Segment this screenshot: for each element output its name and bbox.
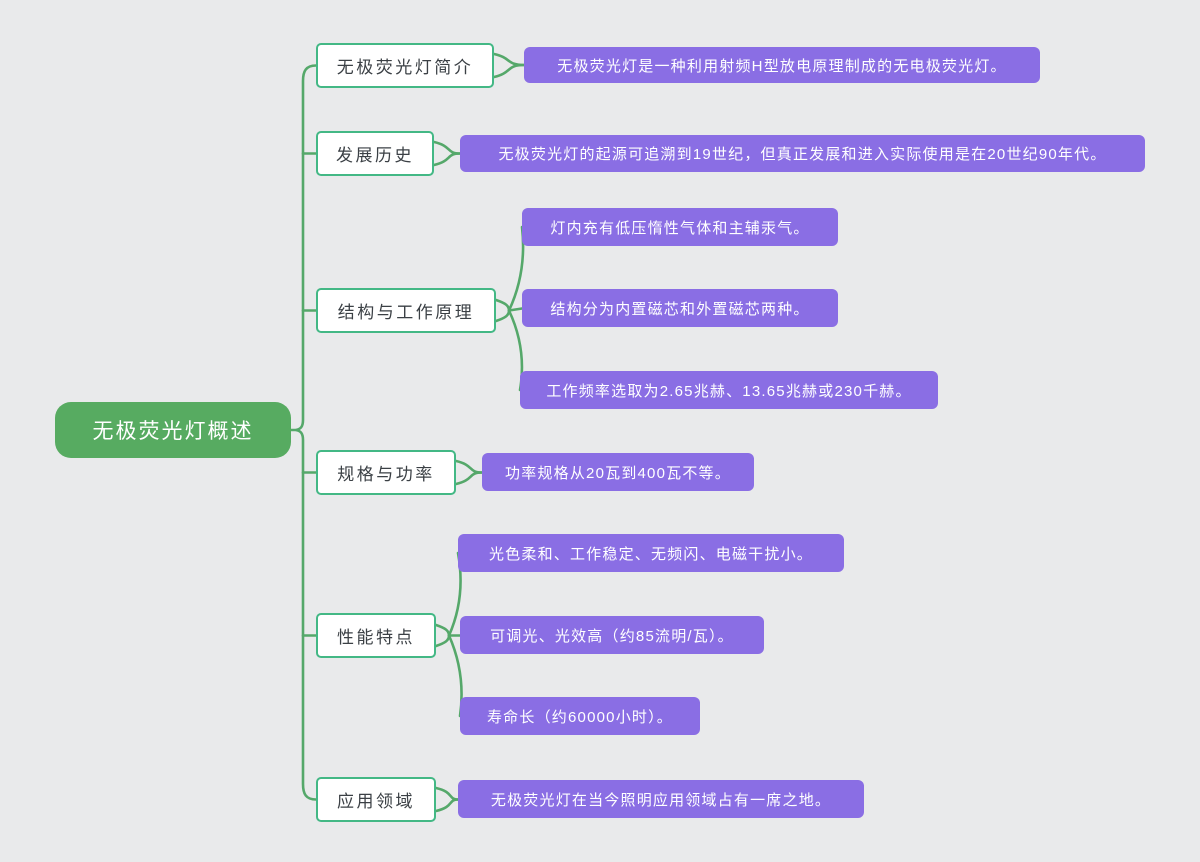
branch-node-applications[interactable]: 应用领域 xyxy=(316,777,436,822)
connector-specs-leaf-bottom xyxy=(454,471,484,486)
connector-features-pinch-bottom xyxy=(434,634,451,648)
leaf-node-applications-detail[interactable]: 无极荧光灯在当今照明应用领域占有一席之地。 xyxy=(458,780,864,818)
connector-features-pinch-top xyxy=(434,623,451,637)
root-node[interactable]: 无极荧光灯概述 xyxy=(55,402,291,458)
connector-structure-pinch-bottom xyxy=(494,309,511,323)
leaf-node-history-detail[interactable]: 无极荧光灯的起源可追溯到19世纪，但真正发展和进入实际使用是在20世纪90年代。 xyxy=(460,135,1145,172)
branch-node-features[interactable]: 性能特点 xyxy=(316,613,436,658)
leaf-node-intro-detail[interactable]: 无极荧光灯是一种利用射频H型放电原理制成的无电极荧光灯。 xyxy=(524,47,1040,83)
connector-structure-leaf2 xyxy=(507,307,524,312)
leaf-node-structure-core[interactable]: 结构分为内置磁芯和外置磁芯两种。 xyxy=(522,289,838,327)
branch-node-specs[interactable]: 规格与功率 xyxy=(316,450,456,495)
connector-history-leaf-bottom xyxy=(432,152,462,167)
connector-history-leaf-top xyxy=(432,140,462,155)
leaf-node-features-efficiency[interactable]: 可调光、光效高（约85流明/瓦）。 xyxy=(460,616,764,654)
leaf-node-structure-frequency[interactable]: 工作频率选取为2.65兆赫、13.65兆赫或230千赫。 xyxy=(520,371,938,409)
connector-structure-pinch-top xyxy=(494,298,511,312)
connector-intro-leaf-bottom xyxy=(492,63,526,79)
connector-specs-leaf-top xyxy=(454,459,484,474)
connector-applications-leaf-top xyxy=(434,786,460,801)
leaf-node-features-light[interactable]: 光色柔和、工作稳定、无频闪、电磁干扰小。 xyxy=(458,534,844,572)
branch-node-intro[interactable]: 无极荧光灯简介 xyxy=(316,43,494,88)
connector-structure-leaf1 xyxy=(507,225,525,312)
leaf-node-features-lifespan[interactable]: 寿命长（约60000小时）。 xyxy=(460,697,700,735)
connector-intro-leaf-top xyxy=(492,52,526,67)
branch-node-history[interactable]: 发展历史 xyxy=(316,131,434,176)
connector-applications-leaf-bottom xyxy=(434,798,460,813)
leaf-node-structure-gas[interactable]: 灯内充有低压惰性气体和主辅汞气。 xyxy=(522,208,838,246)
branch-node-structure[interactable]: 结构与工作原理 xyxy=(316,288,496,333)
leaf-node-specs-detail[interactable]: 功率规格从20瓦到400瓦不等。 xyxy=(482,453,754,491)
connector-trunk xyxy=(295,64,318,801)
